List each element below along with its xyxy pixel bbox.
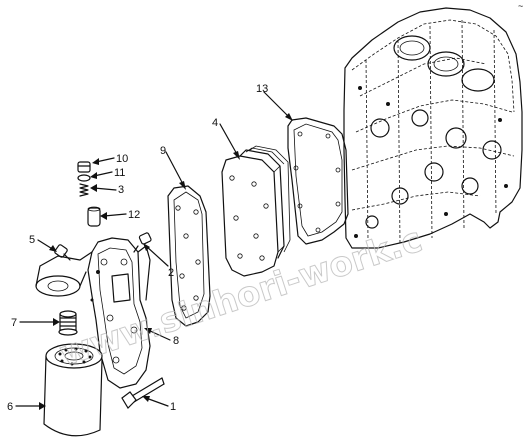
callout-8: 8	[173, 335, 179, 347]
filter-head-housing-8	[35, 237, 151, 389]
seal-ring-11	[77, 174, 91, 182]
nipple-fitting-7	[58, 310, 78, 336]
gasket-13	[287, 117, 349, 245]
callout-9: 9	[160, 145, 166, 157]
callout-13: 13	[256, 83, 268, 95]
leader-lines	[15, 91, 293, 410]
valve-12	[87, 206, 101, 227]
callout-6: 6	[7, 401, 13, 413]
callout-2: 2	[168, 267, 174, 279]
oil-cooler-element-4	[221, 145, 291, 277]
callout-5: 5	[29, 234, 35, 246]
callout-10: 10	[116, 153, 128, 165]
spring-3	[79, 183, 89, 197]
callout-4: 4	[212, 117, 218, 129]
oil-filter-6	[43, 343, 103, 437]
corner-mark: ~	[518, 1, 523, 11]
fitting-5	[54, 244, 71, 261]
watermark-text: www.sinhori-work.c	[55, 220, 427, 375]
engine-block	[343, 7, 523, 249]
callout-12: 12	[128, 209, 140, 221]
callout-3: 3	[118, 184, 124, 196]
capscrew-1	[121, 377, 165, 409]
callout-1: 1	[170, 401, 176, 413]
callout-7: 7	[11, 317, 17, 329]
gasket-9	[167, 185, 211, 327]
callout-11: 11	[114, 167, 125, 179]
plug-10	[77, 161, 91, 173]
